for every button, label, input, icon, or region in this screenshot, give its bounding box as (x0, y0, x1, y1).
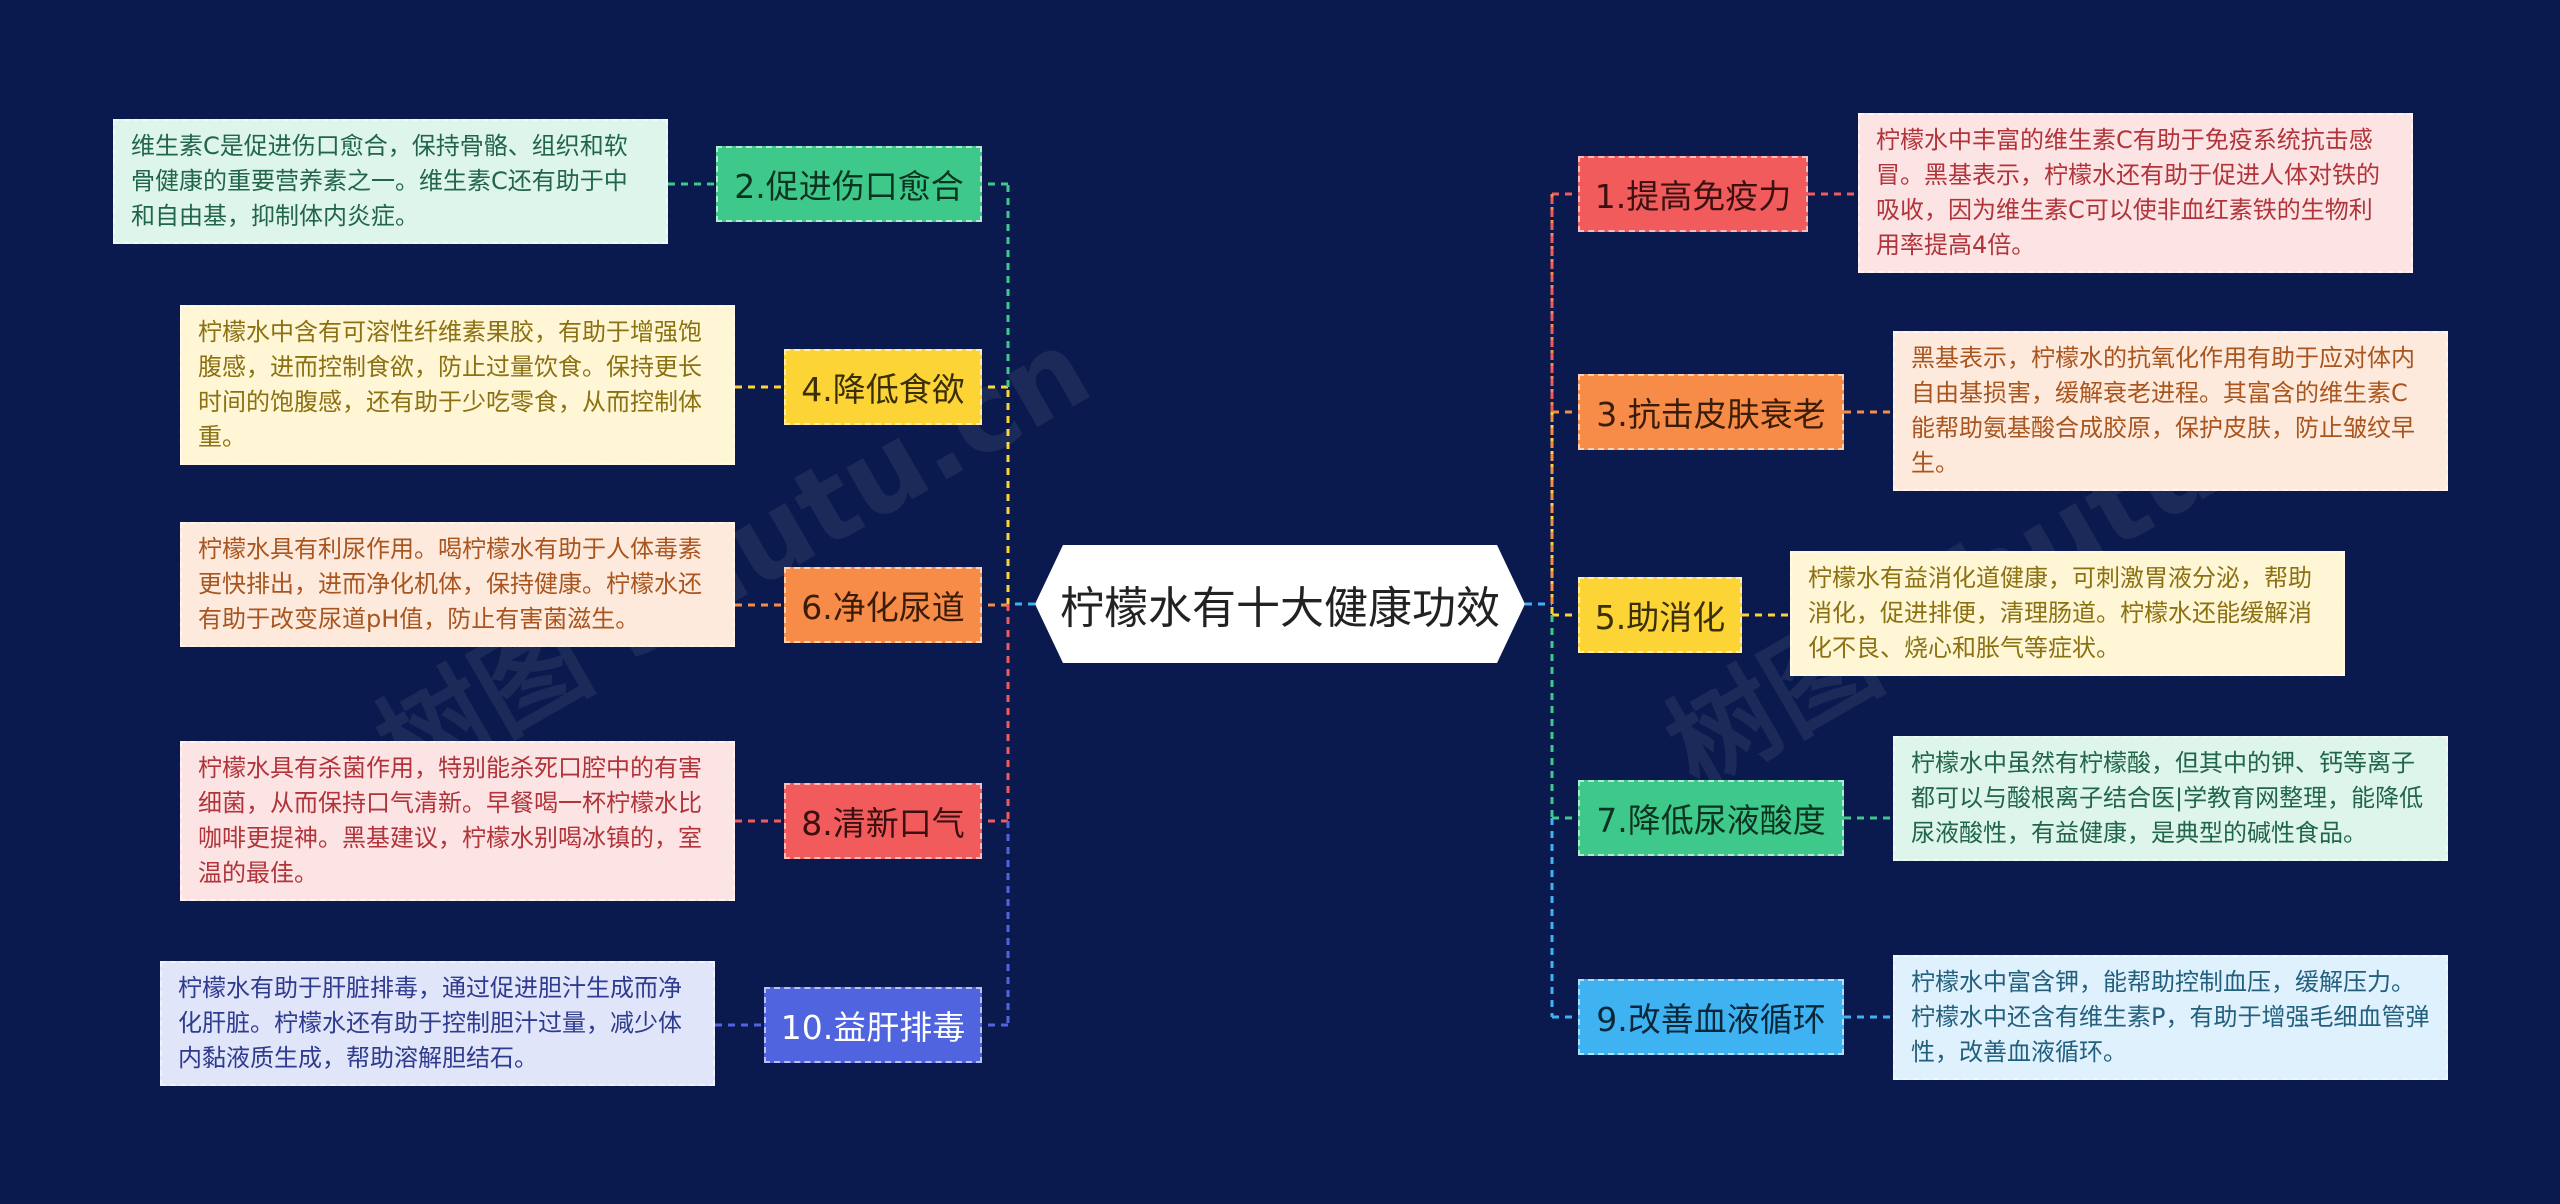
topic-liver-detox[interactable]: 10.益肝排毒 (764, 987, 982, 1063)
note-cleanse-urinary-tract: 柠檬水具有利尿作用。喝柠檬水有助于人体毒素更快排出，进而净化机体，保持健康。柠檬… (180, 522, 735, 647)
topic-freshen-breath[interactable]: 8.清新口气 (784, 783, 982, 859)
note-freshen-breath: 柠檬水具有杀菌作用，特别能杀死口腔中的有害细菌，从而保持口气清新。早餐喝一杯柠檬… (180, 741, 735, 901)
topic-aid-digestion[interactable]: 5.助消化 (1578, 577, 1742, 653)
note-promote-wound-healing: 维生素C是促进伤口愈合，保持骨骼、组织和软骨健康的重要营养素之一。维生素C还有助… (113, 119, 668, 244)
topic-promote-wound-healing[interactable]: 2.促进伤口愈合 (716, 146, 982, 222)
note-lower-urine-acidity: 柠檬水中虽然有柠檬酸，但其中的钾、钙等离子都可以与酸根离子结合医|学教育网整理，… (1893, 736, 2448, 861)
note-improve-circulation: 柠檬水中富含钾，能帮助控制血压，缓解压力。柠檬水中还含有维生素P，有助于增强毛细… (1893, 955, 2448, 1080)
topic-cleanse-urinary-tract[interactable]: 6.净化尿道 (784, 567, 982, 643)
note-reduce-appetite: 柠檬水中含有可溶性纤维素果胶，有助于增强饱腹感，进而控制食欲，防止过量饮食。保持… (180, 305, 735, 465)
note-aid-digestion: 柠檬水有益消化道健康，可刺激胃液分泌，帮助消化，促进排便，清理肠道。柠檬水还能缓… (1790, 551, 2345, 676)
note-liver-detox: 柠檬水有助于肝脏排毒，通过促进胆汁生成而净化肝脏。柠檬水还有助于控制胆汁过量，减… (160, 961, 715, 1086)
topic-reduce-appetite[interactable]: 4.降低食欲 (784, 349, 982, 425)
topic-fight-skin-aging[interactable]: 3.抗击皮肤衰老 (1578, 374, 1844, 450)
topic-improve-circulation[interactable]: 9.改善血液循环 (1578, 979, 1844, 1055)
central-topic[interactable]: 柠檬水有十大健康功效 (1035, 545, 1525, 663)
note-improve-immunity: 柠檬水中丰富的维生素C有助于免疫系统抗击感冒。黑基表示，柠檬水还有助于促进人体对… (1858, 113, 2413, 273)
note-fight-skin-aging: 黑基表示，柠檬水的抗氧化作用有助于应对体内自由基损害，缓解衰老进程。其富含的维生… (1893, 331, 2448, 491)
topic-improve-immunity[interactable]: 1.提高免疫力 (1578, 156, 1808, 232)
topic-lower-urine-acidity[interactable]: 7.降低尿液酸度 (1578, 780, 1844, 856)
